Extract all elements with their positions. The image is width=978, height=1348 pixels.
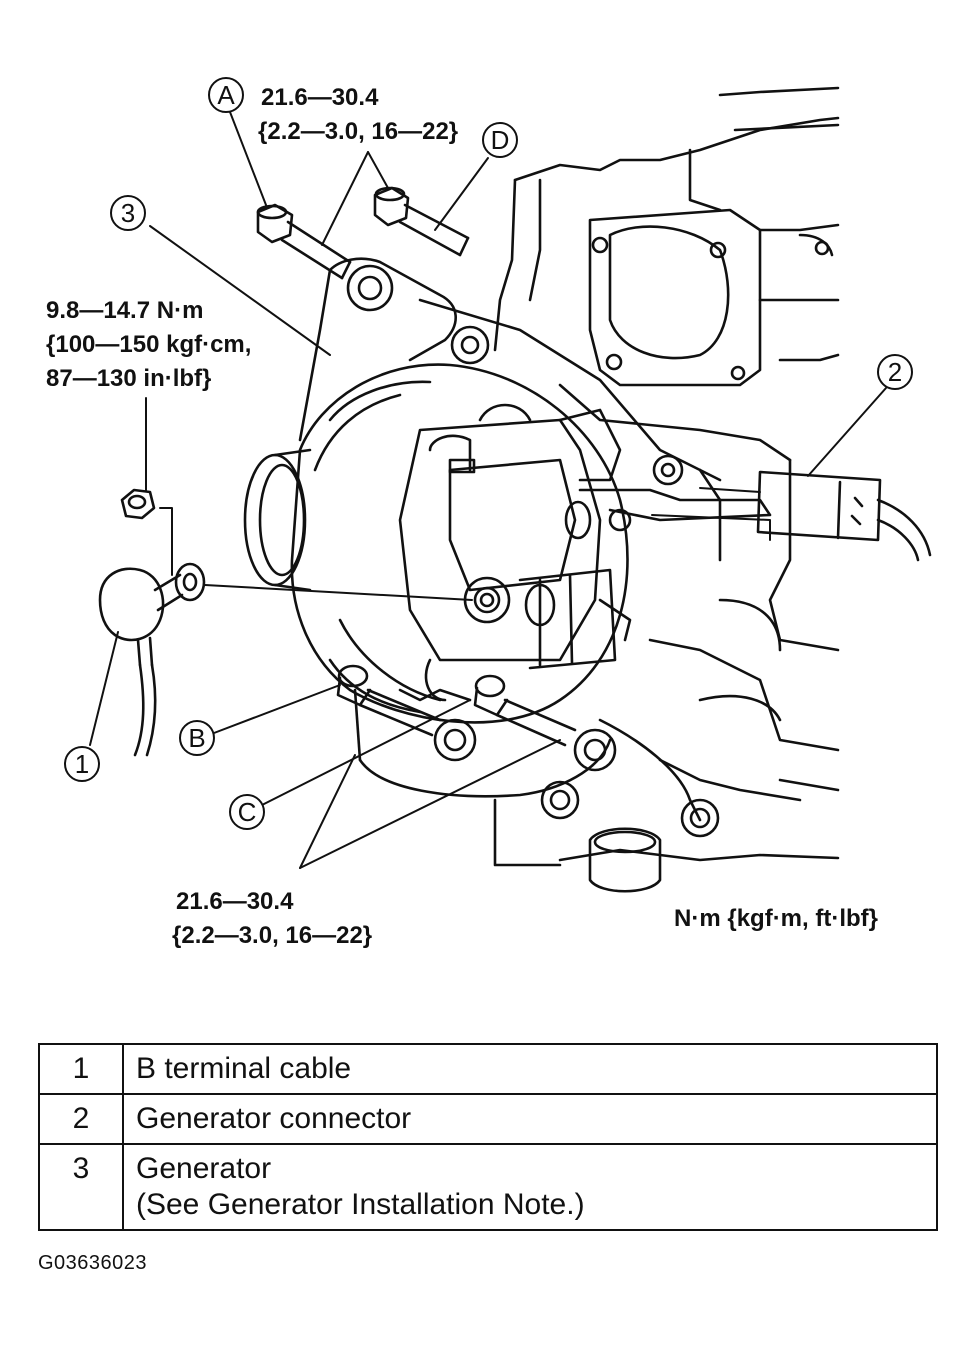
svg-text:A: A bbox=[217, 80, 235, 110]
torque-top-line1: 21.6—30.4 bbox=[261, 84, 379, 111]
legend-number: 3 bbox=[38, 1143, 124, 1231]
parts-legend-table: 1 B terminal cable 2 Generator connector… bbox=[38, 1043, 938, 1231]
bolt-b bbox=[336, 664, 442, 737]
bolt-a bbox=[256, 203, 352, 280]
svg-text:B: B bbox=[188, 723, 205, 753]
generator-installation-diagram: A D 3 2 B 1 C 21.6—30.4 {2.2—3.0, 16—22}… bbox=[46, 77, 932, 949]
callout-1: 1 bbox=[64, 746, 100, 782]
torque-top-line2: {2.2—3.0, 16—22} bbox=[258, 118, 458, 145]
svg-text:2: 2 bbox=[888, 357, 902, 387]
torque-bottom-line2: {2.2—3.0, 16—22} bbox=[172, 922, 372, 949]
generator-upper-arm bbox=[298, 257, 722, 486]
callout-3: 3 bbox=[110, 195, 146, 231]
svg-text:C: C bbox=[238, 797, 257, 827]
legend-description: B terminal cable bbox=[122, 1043, 938, 1095]
figure-code: G03636023 bbox=[38, 1252, 148, 1274]
legend-description-note: (See Generator Installation Note.) bbox=[136, 1188, 585, 1221]
legend-row: 1 B terminal cable bbox=[38, 1043, 938, 1095]
b-terminal-nut bbox=[120, 488, 173, 576]
torque-terminal-line3: 87—130 in·lbf} bbox=[46, 365, 211, 392]
torque-terminal-line2: {100—150 kgf·cm, bbox=[46, 331, 251, 358]
svg-text:3: 3 bbox=[121, 198, 135, 228]
callout-b: B bbox=[179, 720, 215, 756]
legend-description-main: Generator bbox=[136, 1152, 272, 1185]
bolt-d bbox=[373, 186, 470, 257]
callout-c: C bbox=[229, 794, 265, 830]
svg-text:1: 1 bbox=[75, 749, 89, 779]
callout-a: A bbox=[208, 77, 244, 113]
callout-2: 2 bbox=[877, 354, 913, 390]
bolt-c bbox=[473, 674, 577, 747]
engine-block-outline bbox=[493, 86, 840, 893]
callout-d: D bbox=[482, 122, 518, 158]
leader-lines bbox=[89, 111, 887, 869]
torque-units-note: N·m {kgf·m, ft·lbf} bbox=[674, 905, 878, 932]
legend-row: 2 Generator connector bbox=[38, 1093, 938, 1145]
terminal-alignment-line bbox=[204, 584, 473, 601]
legend-description: Generator (See Generator Installation No… bbox=[122, 1143, 938, 1231]
legend-number: 1 bbox=[38, 1043, 124, 1095]
legend-number: 2 bbox=[38, 1093, 124, 1145]
svg-text:D: D bbox=[491, 125, 510, 155]
torque-terminal-line1: 9.8—14.7 N·m bbox=[46, 297, 203, 324]
torque-bottom-line1: 21.6—30.4 bbox=[176, 888, 294, 915]
b-terminal-cable bbox=[98, 562, 206, 757]
legend-row: 3 Generator (See Generator Installation … bbox=[38, 1143, 938, 1231]
legend-description: Generator connector bbox=[122, 1093, 938, 1145]
generator-connector bbox=[651, 470, 932, 562]
